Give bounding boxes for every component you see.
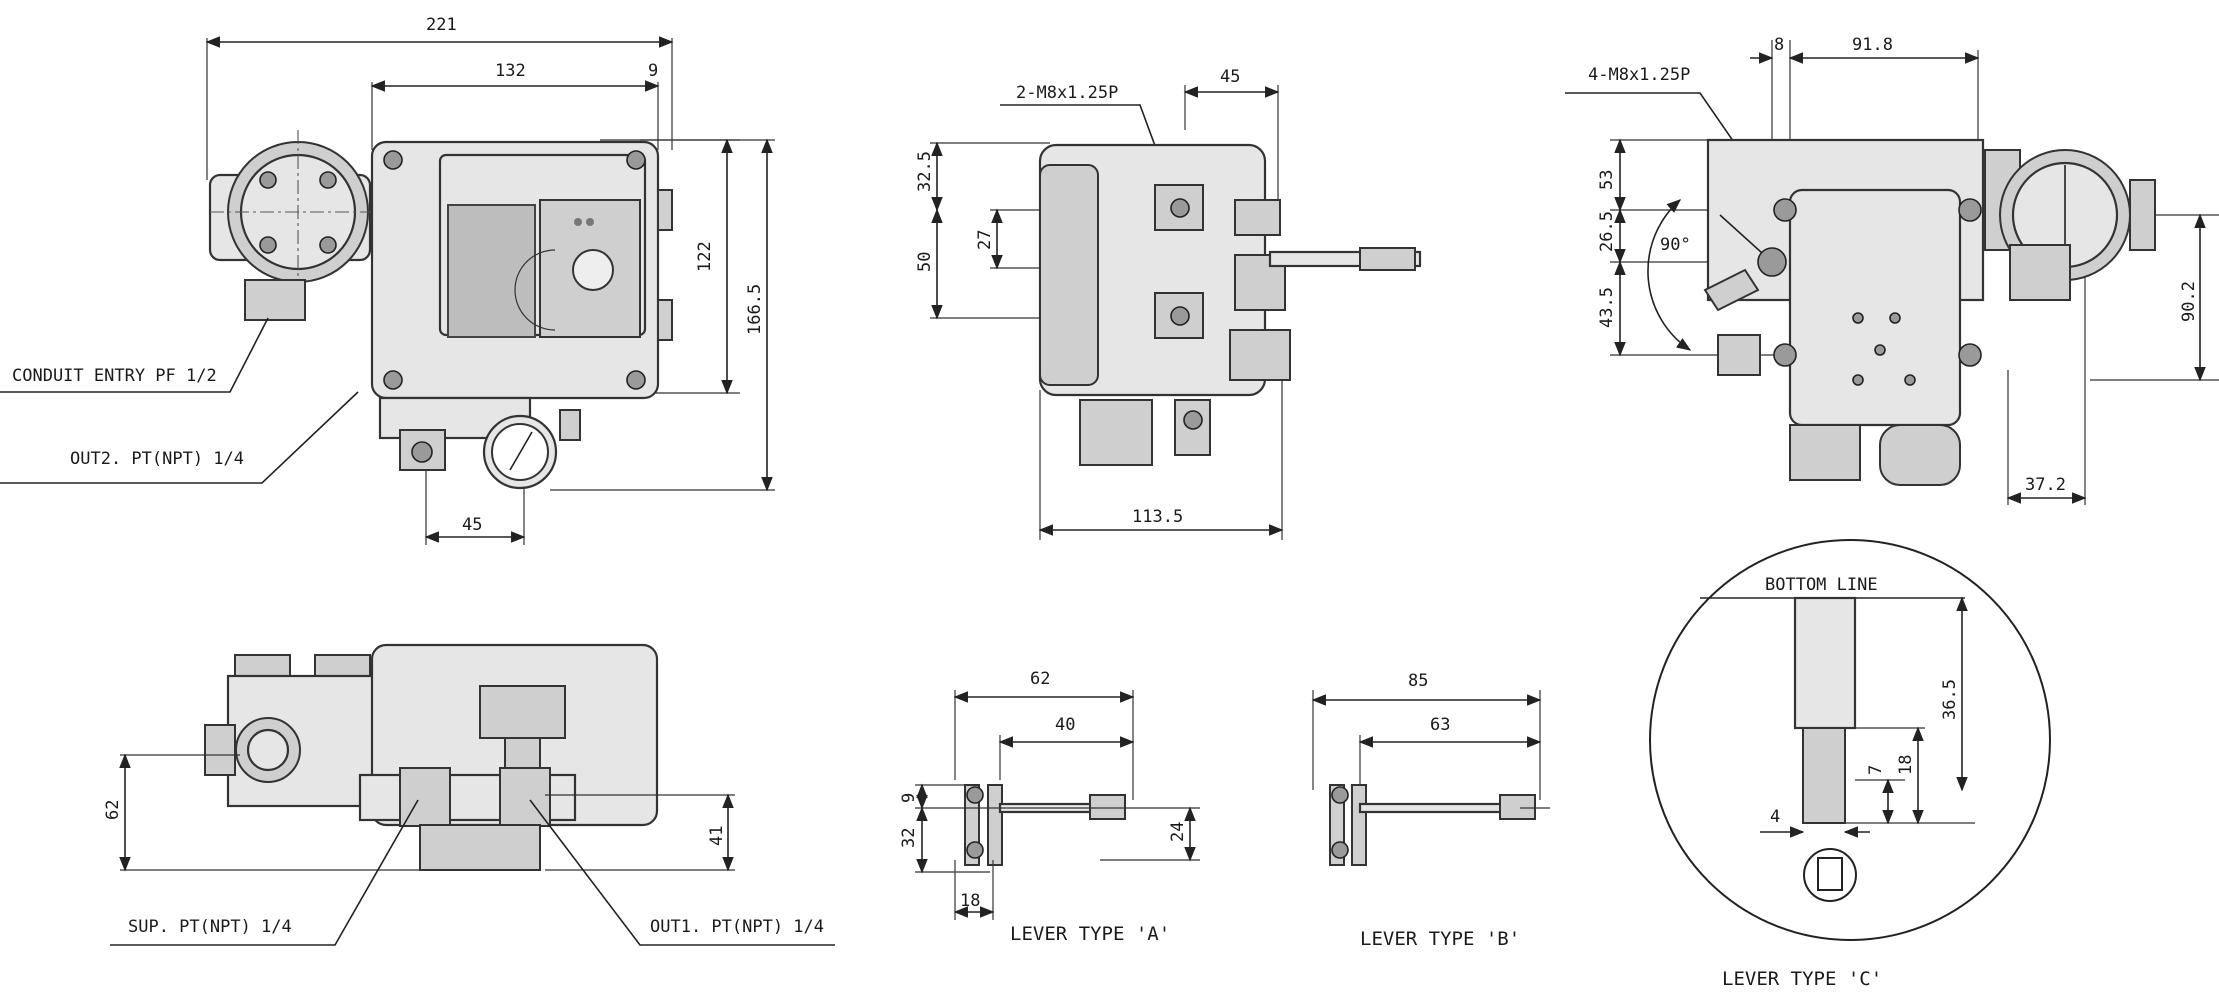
dim-lever-c-36-5: 36.5 [1940, 679, 1960, 720]
dim-90-2: 90.2 [2179, 281, 2199, 322]
dim-lever-b-63: 63 [1430, 715, 1450, 735]
dim-bottom-62: 62 [103, 800, 123, 820]
lever-type-b-title: LEVER TYPE 'B' [1360, 928, 1520, 950]
dim-bottom-41: 41 [707, 826, 727, 846]
dim-lever-a-32: 32 [899, 828, 919, 848]
dim-32-5: 32.5 [915, 151, 935, 192]
front-view: 221 132 9 122 166.5 45 CONDUIT ENTRY PF … [0, 15, 775, 545]
dim-166-5: 166.5 [745, 284, 765, 335]
lever-type-a-title: LEVER TYPE 'A' [1010, 923, 1170, 945]
dim-26-5: 26.5 [1597, 211, 1617, 252]
dim-27: 27 [975, 230, 995, 250]
side-view: 45 2-M8x1.25P 32.5 27 50 113.5 [915, 67, 1422, 540]
label-90-deg: 90° [1660, 235, 1691, 255]
dim-45: 45 [462, 515, 482, 535]
lever-type-a: 62 40 9 32 24 18 LEVER TYPE 'A' [899, 669, 1200, 945]
dim-lever-a-24: 24 [1168, 822, 1188, 842]
dim-lever-b-85: 85 [1408, 671, 1428, 691]
dim-lever-a-18: 18 [960, 891, 980, 911]
dim-132: 132 [495, 61, 526, 81]
dim-113-5: 113.5 [1132, 507, 1183, 527]
dim-lever-c-18: 18 [1896, 755, 1916, 775]
label-4-m8: 4-M8x1.25P [1588, 65, 1690, 85]
label-out1: OUT1. PT(NPT) 1/4 [650, 917, 824, 937]
lever-type-c: BOTTOM LINE 36.5 18 7 4 LEVER TYPE 'C' [1649, 539, 2051, 990]
dim-lever-a-9: 9 [899, 793, 919, 803]
lever-type-c-title: LEVER TYPE 'C' [1722, 968, 1882, 990]
label-bottom-line: BOTTOM LINE [1765, 575, 1878, 595]
dim-221: 221 [426, 15, 457, 35]
label-conduit-entry: CONDUIT ENTRY PF 1/2 [12, 366, 217, 386]
dim-lever-a-40: 40 [1055, 715, 1075, 735]
dim-lever-a-62: 62 [1030, 669, 1050, 689]
dim-lever-c-4: 4 [1770, 807, 1780, 827]
bottom-view: 62 41 SUP. PT(NPT) 1/4 OUT1. PT(NPT) 1/4 [103, 643, 835, 946]
dim-53: 53 [1597, 170, 1617, 190]
dim-9: 9 [648, 61, 658, 81]
dim-122: 122 [695, 241, 715, 272]
back-view: 8 91.8 4-M8x1.25P 53 26.5 43.5 90.2 37.2… [1565, 35, 2219, 505]
label-2-m8: 2-M8x1.25P [1016, 83, 1118, 103]
lever-type-b: 85 63 LEVER TYPE 'B' [1311, 671, 1550, 950]
dim-8: 8 [1774, 35, 1784, 55]
dim-side-45: 45 [1220, 67, 1240, 87]
dim-50: 50 [915, 252, 935, 272]
dim-lever-c-7: 7 [1866, 765, 1886, 775]
dim-43-5: 43.5 [1597, 287, 1617, 328]
dim-91-8: 91.8 [1852, 35, 1893, 55]
label-sup: SUP. PT(NPT) 1/4 [128, 917, 292, 937]
dim-37-2: 37.2 [2025, 475, 2066, 495]
label-out2: OUT2. PT(NPT) 1/4 [70, 449, 244, 469]
